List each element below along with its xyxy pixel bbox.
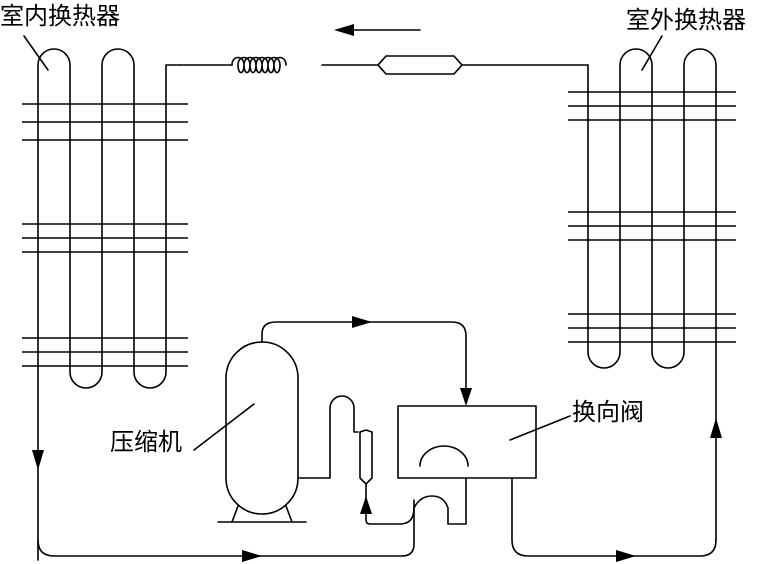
- capillary-coil: [231, 56, 287, 74]
- flow-arrow-left-down: [32, 450, 44, 470]
- flow-arrow-accumulator-up: [360, 496, 372, 514]
- compressor: 压缩机: [110, 316, 472, 525]
- indoor-fins: [22, 103, 188, 367]
- valve-label-leader: [509, 415, 571, 441]
- flow-arrow-bottom-left: [242, 550, 262, 562]
- accumulator: [359, 429, 373, 485]
- reversing-valve-body: [397, 405, 537, 479]
- flow-arrow-into-valve: [460, 388, 472, 406]
- indoor-heat-exchanger: 室内换热器: [0, 2, 188, 561]
- discharge-line: [261, 321, 467, 393]
- reversing-valve-slider: [419, 445, 469, 467]
- outdoor-hx-label: 室外换热器: [626, 6, 746, 34]
- top-line: [179, 24, 589, 75]
- bottom-left-line: [37, 507, 415, 562]
- outdoor-heat-exchanger: 室外换热器: [568, 6, 746, 541]
- compressor-label: 压缩机: [110, 428, 182, 456]
- compressor-shell: [225, 341, 299, 515]
- compressor-base: [217, 505, 307, 523]
- indoor-coil: [37, 48, 181, 561]
- flow-arrow-top: [334, 24, 421, 36]
- flow-arrow-discharge: [352, 316, 372, 328]
- indoor-label-leader: [23, 35, 49, 71]
- outdoor-coil: [587, 48, 717, 541]
- filter-drier: [377, 55, 463, 75]
- reversing-valve-label: 换向阀: [572, 398, 644, 426]
- reversing-valve: 换向阀: [397, 398, 717, 562]
- valve-outlet-line: [511, 477, 717, 557]
- flow-arrow-right-up: [710, 418, 722, 438]
- indoor-hx-label: 室内换热器: [0, 2, 120, 30]
- outdoor-label-leader: [641, 35, 663, 71]
- outdoor-fins: [568, 91, 736, 343]
- flow-arrow-bottom-right: [616, 550, 636, 562]
- suction-line: [297, 395, 359, 479]
- compressor-label-leader: [193, 403, 255, 451]
